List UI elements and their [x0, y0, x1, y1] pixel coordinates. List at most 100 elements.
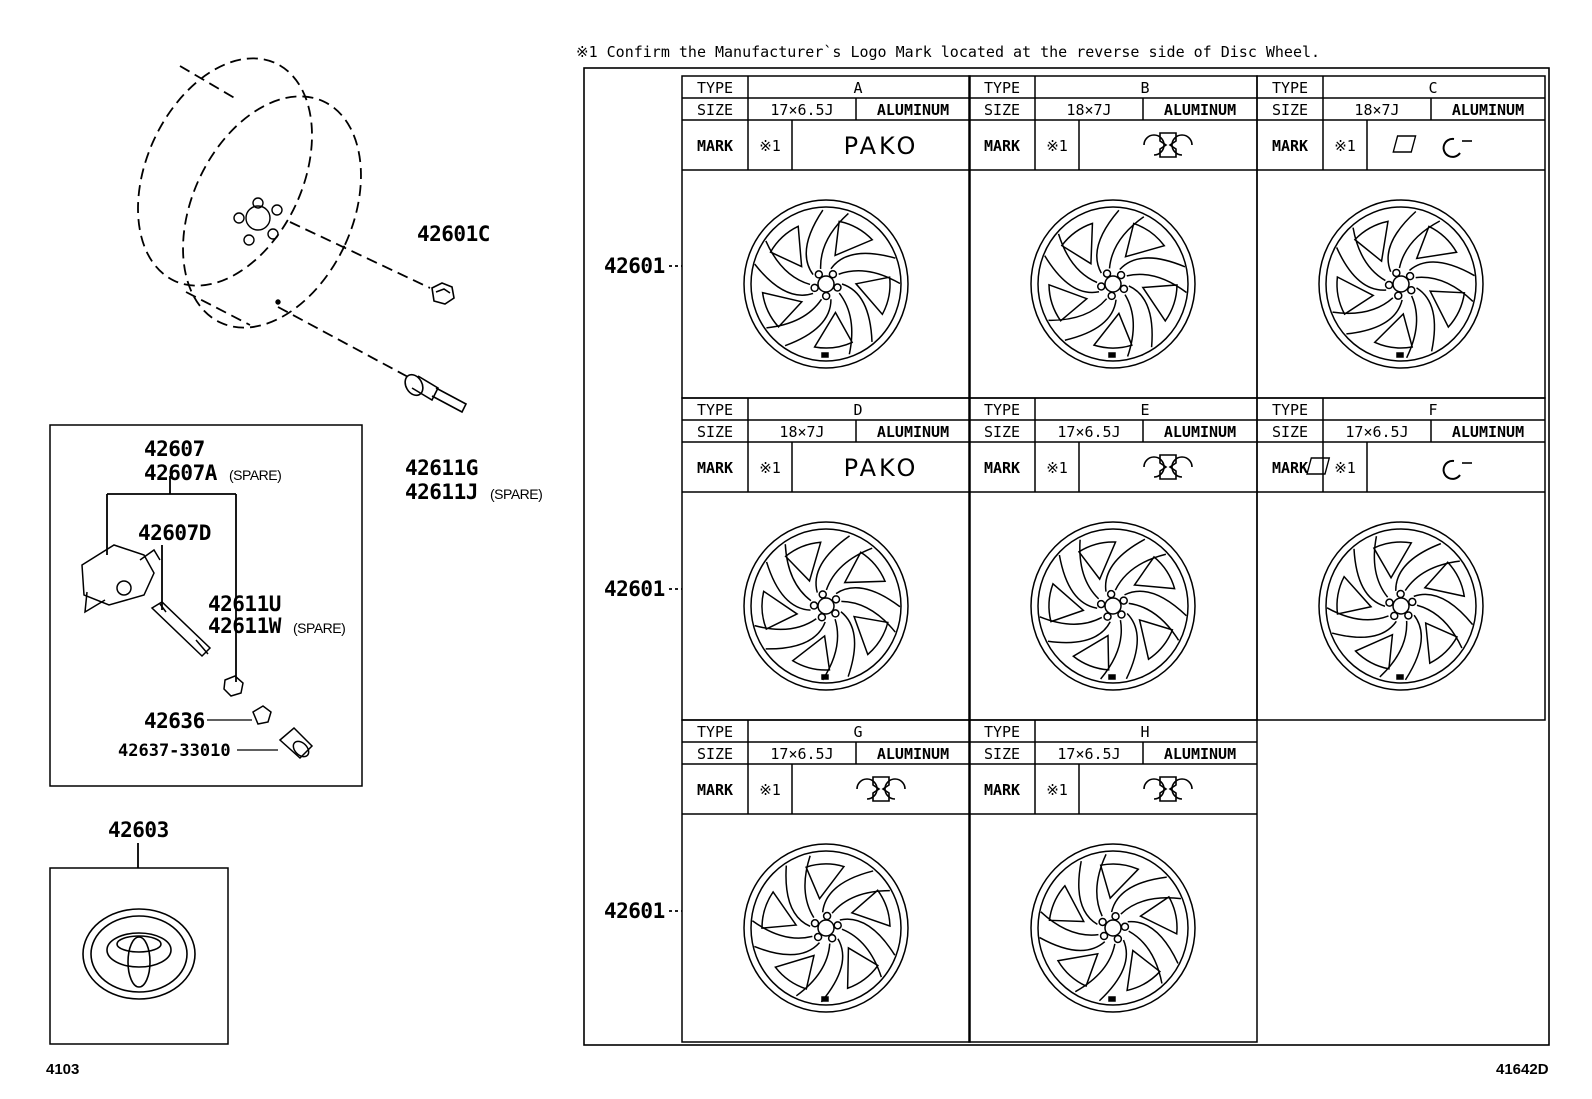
excel-logo-icon: [1392, 135, 1472, 158]
material-value-D: ALUMINUM: [877, 423, 949, 441]
spare-tag: (SPARE): [490, 486, 543, 502]
manufacturer-logo-icon: [1143, 776, 1193, 802]
wheel-cell-B: [968, 75, 1258, 399]
type-value-F: F: [1428, 401, 1437, 419]
label-sensor: 42607: [144, 437, 205, 461]
manufacturer-note: ※1 Confirm the Manufacturer`s Logo Mark …: [576, 43, 1321, 61]
alloy-wheel-C: [1318, 199, 1484, 369]
label-valve-sub-spare-number: 42611W: [208, 614, 281, 638]
alloy-wheel-B: [1030, 199, 1196, 369]
mark-label: MARK: [1272, 137, 1308, 155]
type-label: TYPE: [984, 723, 1020, 741]
material-value-F: ALUMINUM: [1452, 423, 1524, 441]
tpms-kit-box: [49, 424, 363, 787]
label-sensor-sub: 42607D: [138, 521, 211, 545]
toyota-emblem-icon: [82, 908, 196, 1000]
alloy-wheel-E: [1030, 521, 1196, 691]
wheel-cell-F: [1256, 397, 1546, 721]
excel-logo-icon: [1306, 457, 1472, 480]
size-label: SIZE: [697, 101, 733, 119]
size-label: SIZE: [984, 745, 1020, 763]
mark-pako-A: PAKO: [844, 132, 919, 160]
size-value-G: 17×6.5J: [770, 745, 833, 763]
mark-ref: ※1: [1046, 459, 1068, 477]
size-label: SIZE: [697, 423, 733, 441]
mark-ref: ※1: [759, 459, 781, 477]
wheel-cell-D: [681, 397, 971, 721]
manufacturer-logo-icon: [1143, 454, 1193, 480]
label-wheel-row1: 42601: [604, 254, 665, 278]
label-ornament: 42603: [108, 818, 169, 842]
material-value-A: ALUMINUM: [877, 101, 949, 119]
type-label: TYPE: [697, 723, 733, 741]
label-valve-spare: 42611J (SPARE): [405, 480, 543, 504]
valve-nut-icon: [223, 675, 244, 697]
tpms-valve-icon: [150, 601, 212, 658]
label-valve-sub: 42611U: [208, 592, 281, 616]
mark-label: MARK: [697, 781, 733, 799]
size-label: SIZE: [984, 423, 1020, 441]
alloy-wheel-F: [1318, 521, 1484, 691]
label-cap: 42637-33010: [118, 741, 231, 761]
type-label: TYPE: [1272, 79, 1308, 97]
material-value-E: ALUMINUM: [1164, 423, 1236, 441]
manufacturer-logo-icon: [1143, 132, 1193, 158]
footer-left-code: 4103: [46, 1061, 80, 1078]
material-value-B: ALUMINUM: [1164, 101, 1236, 119]
size-value-H: 17×6.5J: [1057, 745, 1120, 763]
label-valve: 42611G: [405, 456, 478, 480]
material-value-G: ALUMINUM: [877, 745, 949, 763]
size-label: SIZE: [984, 101, 1020, 119]
alloy-wheel-G: [743, 843, 909, 1013]
label-wheel-row2: 42601: [604, 577, 665, 601]
wheel-table-frame: [583, 67, 1550, 1046]
footer-right-code: 41642D: [1496, 1061, 1549, 1078]
mark-label: MARK: [984, 781, 1020, 799]
spare-tag: (SPARE): [293, 620, 346, 636]
mark-ref: ※1: [759, 781, 781, 799]
label-valve-sub-spare: 42611W (SPARE): [208, 614, 346, 638]
mark-label: MARK: [1272, 459, 1308, 477]
hub-nut-icon: [431, 282, 455, 305]
label-sensor-spare: 42607A (SPARE): [144, 461, 282, 485]
grommet-icon: [252, 705, 272, 725]
label-valve-spare-number: 42611J: [405, 480, 478, 504]
mark-ref: ※1: [1046, 137, 1068, 155]
alloy-wheel-D: [743, 521, 909, 691]
alloy-wheel-A: [743, 199, 909, 369]
label-wheel-row3: 42601: [604, 899, 665, 923]
valve-cap-icon: [278, 726, 314, 760]
material-value-H: ALUMINUM: [1164, 745, 1236, 763]
mark-label: MARK: [984, 459, 1020, 477]
wheel-cell-E: [968, 397, 1258, 721]
material-value-C: ALUMINUM: [1452, 101, 1524, 119]
label-grommet: 42636: [144, 709, 205, 733]
size-value-C: 18×7J: [1354, 101, 1399, 119]
size-label: SIZE: [1272, 423, 1308, 441]
type-value-C: C: [1428, 79, 1437, 97]
mark-ref: ※1: [1334, 137, 1356, 155]
type-label: TYPE: [984, 401, 1020, 419]
type-value-E: E: [1140, 401, 1149, 419]
size-value-F: 17×6.5J: [1345, 423, 1408, 441]
wheel-hub-holes: [233, 197, 283, 305]
wheel-cell-A: [681, 75, 971, 399]
size-value-D: 18×7J: [779, 423, 824, 441]
type-label: TYPE: [1272, 401, 1308, 419]
mark-pako-D: PAKO: [844, 454, 919, 482]
tpms-sensor-icon: [81, 544, 161, 614]
disc-wheel-illustration: [137, 57, 431, 379]
ornament-box: [49, 867, 229, 1045]
size-label: SIZE: [1272, 101, 1308, 119]
mark-ref: ※1: [759, 137, 781, 155]
spare-tag: (SPARE): [229, 467, 282, 483]
mark-label: MARK: [984, 137, 1020, 155]
mark-label: MARK: [697, 459, 733, 477]
type-value-B: B: [1140, 79, 1149, 97]
type-value-D: D: [853, 401, 862, 419]
valve-stem-icon: [404, 373, 468, 414]
type-label: TYPE: [984, 79, 1020, 97]
label-nut: 42601C: [417, 222, 490, 246]
